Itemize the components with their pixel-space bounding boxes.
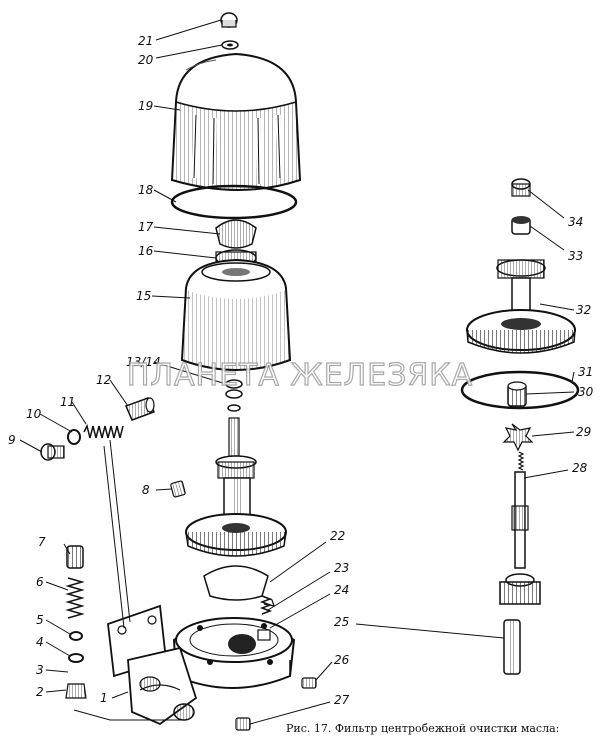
callout-18: 18	[138, 183, 154, 197]
callout-34: 34	[568, 215, 583, 229]
callout-25: 25	[334, 615, 349, 629]
rotor-shaft-axle	[215, 417, 257, 529]
tube-25	[503, 619, 521, 675]
callout-8: 8	[142, 483, 150, 497]
nut-34	[511, 178, 531, 197]
spring-11	[83, 423, 124, 439]
star-washer-29	[502, 423, 534, 452]
callout-29: 29	[576, 425, 591, 439]
gasket-18	[170, 184, 298, 220]
callout-labels: 21 20 19 18 17 16 15 13/14 12 11 10 9 8 …	[8, 34, 594, 707]
washer-4	[68, 653, 84, 663]
nozzle-30	[507, 381, 527, 407]
callout-3: 3	[36, 663, 44, 677]
cap-nut-21	[220, 12, 238, 28]
nut-2	[65, 683, 87, 699]
shaft-28	[499, 451, 541, 605]
callout-19: 19	[138, 99, 153, 113]
callout-31: 31	[578, 365, 593, 379]
gasket-31	[460, 370, 580, 410]
rotor-32	[466, 259, 576, 354]
watermark-text: ПЛАНЕТА ЖЕЛЕЗЯКА	[127, 358, 473, 393]
callout-13-14: 13/14	[126, 355, 161, 369]
callout-30: 30	[578, 385, 594, 399]
callout-4: 4	[36, 635, 44, 649]
callout-22: 22	[330, 529, 345, 543]
washer-20	[221, 40, 239, 50]
washer-10	[67, 429, 81, 445]
figure-caption: Рис. 17. Фильтр центробежной очистки мас…	[286, 722, 559, 735]
callout-6: 6	[36, 575, 44, 589]
filter-housing-body	[172, 617, 296, 689]
callout-28: 28	[572, 461, 588, 475]
spring-24	[257, 595, 273, 641]
callout-7: 7	[38, 535, 46, 549]
callout-5: 5	[36, 613, 44, 627]
washer-5	[69, 631, 83, 641]
rotor-15	[180, 258, 292, 371]
plug-9	[40, 443, 65, 461]
pin-8	[170, 480, 186, 498]
callout-9: 9	[8, 433, 16, 447]
callout-20: 20	[138, 53, 154, 67]
plug-26	[301, 677, 317, 689]
callout-11: 11	[60, 395, 75, 409]
callout-33: 33	[568, 249, 583, 263]
callout-2: 2	[36, 685, 44, 699]
rotor-cover-19	[170, 52, 302, 191]
rotor-base-22	[185, 513, 287, 557]
callout-32: 32	[576, 303, 591, 317]
callout-1: 1	[100, 691, 108, 705]
callout-17: 17	[138, 220, 154, 234]
valve-12	[124, 397, 156, 421]
callout-23: 23	[334, 561, 349, 575]
callout-21: 21	[138, 34, 153, 48]
callout-16: 16	[138, 244, 154, 258]
leader-lines	[19, 19, 575, 725]
nut-17	[215, 219, 257, 249]
spring-6	[65, 577, 85, 619]
callout-27: 27	[334, 693, 350, 707]
callout-12: 12	[96, 373, 111, 387]
base-casting	[127, 646, 198, 726]
bushing-33	[511, 216, 531, 235]
callout-15: 15	[136, 289, 151, 303]
callout-26: 26	[334, 653, 350, 667]
plug-27	[235, 717, 251, 731]
callout-24: 24	[334, 583, 349, 597]
valve-7	[66, 545, 84, 569]
gasket-23	[203, 565, 275, 607]
callout-10: 10	[26, 407, 42, 421]
